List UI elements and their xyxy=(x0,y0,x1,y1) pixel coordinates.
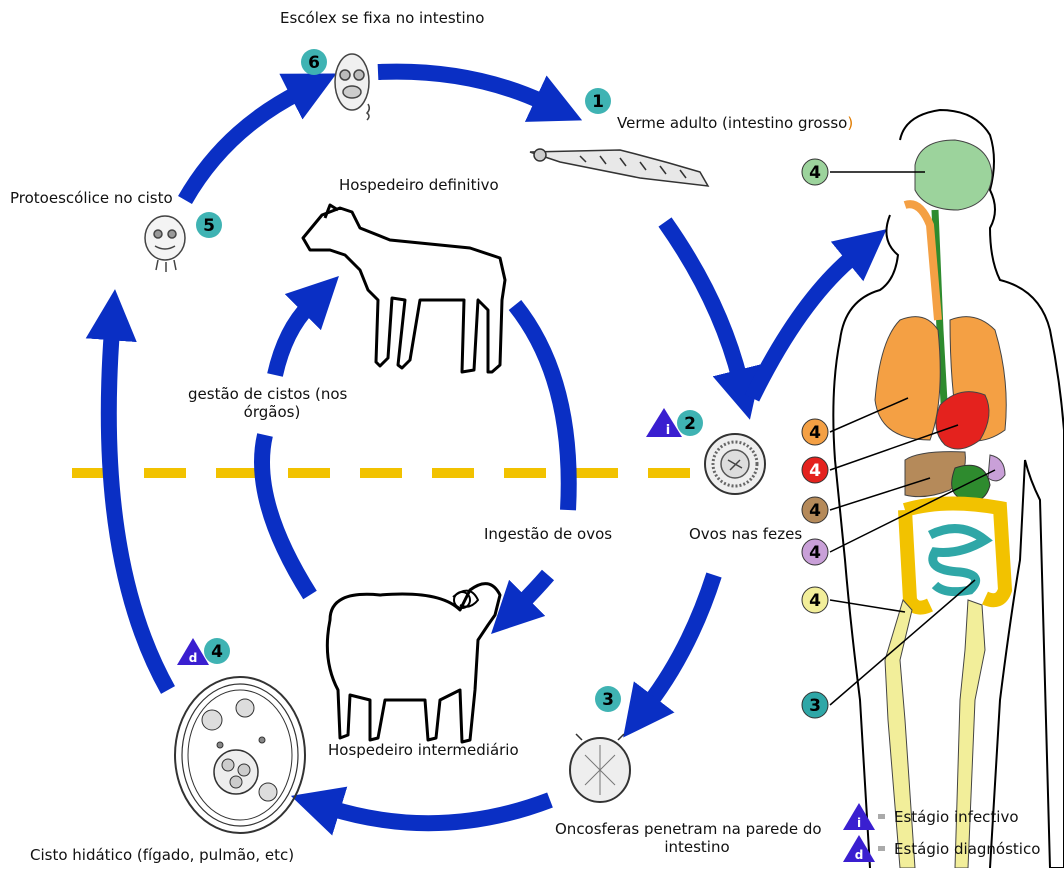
stage-5-number: 5 xyxy=(203,216,215,236)
stage-4-badge: 4 xyxy=(204,638,230,664)
stage-6-number: 6 xyxy=(308,53,320,73)
organ-badge-lungs: 4 xyxy=(802,419,828,445)
label-oncospheres-line2: intestino xyxy=(664,838,729,856)
label-adult-worm-paren: ) xyxy=(847,114,853,132)
legend-infective-label: Estágio infectivo xyxy=(894,808,1019,826)
legend-diagnostic-marker: d xyxy=(843,835,885,862)
label-protoscolex: Protoescólice no cisto xyxy=(10,189,173,207)
stage-3-number: 3 xyxy=(602,690,614,710)
label-adult-worm-text: Verme adulto (intestino grosso xyxy=(617,114,847,132)
organ-badge-bone-number: 4 xyxy=(809,591,821,611)
label-eggs-in-feces: Ovos nas fezes xyxy=(689,525,802,543)
label-cyst-ingestion-line2: órgãos) xyxy=(244,403,301,421)
infective-symbol: i xyxy=(666,423,670,438)
organ-badge-heart: 4 xyxy=(802,457,828,483)
organ-badge-lungs-number: 4 xyxy=(809,423,821,443)
legend-diagnostic-symbol: d xyxy=(855,848,864,862)
organ-badge-heart-number: 4 xyxy=(809,461,821,481)
label-oncospheres-line1: Oncosferas penetram na parede do xyxy=(555,820,822,838)
organ-badge-bone: 4 xyxy=(802,587,828,613)
organ-badge-brain-number: 4 xyxy=(809,163,821,183)
stage-1-number: 1 xyxy=(592,92,604,112)
label-cyst-ingestion-line1: gestão de cistos (nos xyxy=(188,385,347,403)
label-intermediate-host: Hospedeiro intermediário xyxy=(328,741,519,759)
organ-badge-brain: 4 xyxy=(802,159,828,185)
organ-badge-spleen-number: 4 xyxy=(809,543,821,563)
diagnostic-symbol: d xyxy=(189,651,198,665)
legend-infective-marker: i xyxy=(843,803,885,830)
organ-badge-intestine: 3 xyxy=(802,692,828,718)
organ-badge-intestine-number: 3 xyxy=(809,696,821,716)
legend-infective-symbol: i xyxy=(857,816,861,830)
label-definitive-host: Hospedeiro definitivo xyxy=(339,176,499,194)
stage-2-badge: 2 xyxy=(677,410,703,436)
stage-1-badge: 1 xyxy=(585,88,611,114)
organ-badge-liver-number: 4 xyxy=(809,501,821,521)
organ-badge-liver: 4 xyxy=(802,497,828,523)
stage-4-number: 4 xyxy=(211,642,223,662)
stage-5-badge: 5 xyxy=(196,212,222,238)
label-egg-ingestion: Ingestão de ovos xyxy=(484,525,612,543)
stage-2-number: 2 xyxy=(684,414,696,434)
organ-badge-spleen: 4 xyxy=(802,539,828,565)
infective-stage-marker: i xyxy=(646,408,682,438)
label-adult-worm: Verme adulto (intestino grosso) xyxy=(617,114,853,132)
stage-3-badge: 3 xyxy=(595,686,621,712)
label-hydatid-cyst: Cisto hidático (fígado, pulmão, etc) xyxy=(30,846,294,864)
label-scolex: Escólex se fixa no intestino xyxy=(280,9,484,27)
legend-diagnostic-label: Estágio diagnóstico xyxy=(894,840,1040,858)
stage-6-badge: 6 xyxy=(301,49,327,75)
